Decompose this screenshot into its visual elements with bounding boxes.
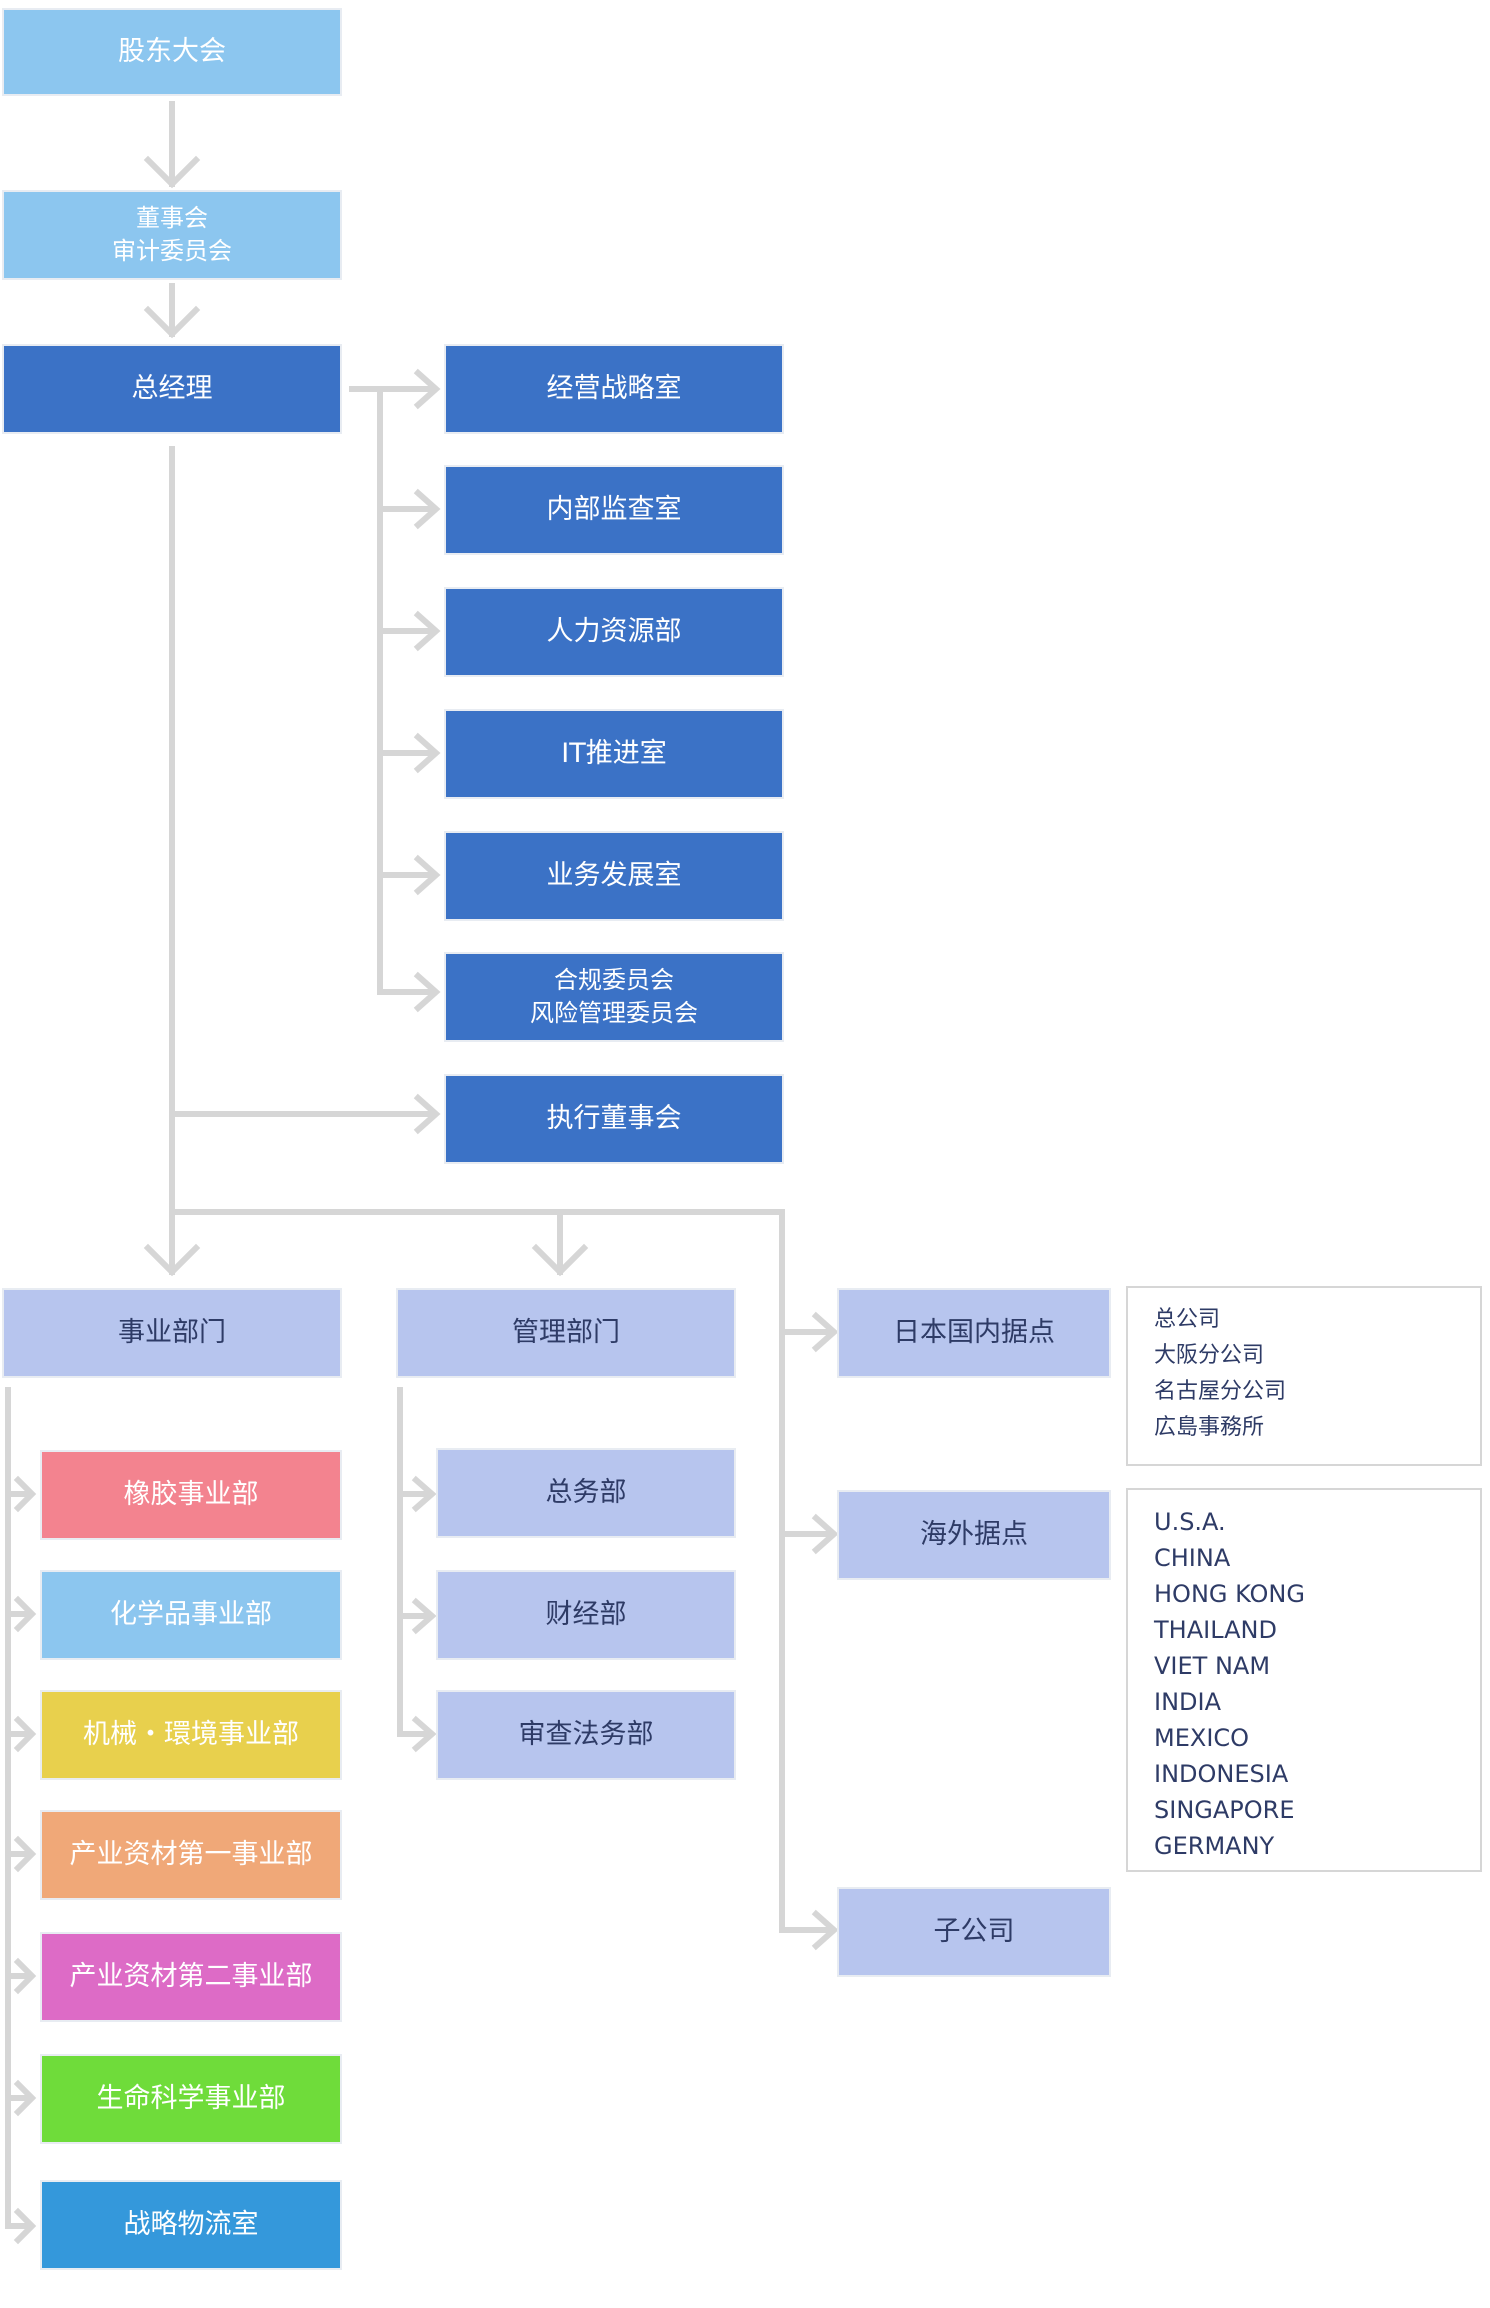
general-manager-label: 总经理: [131, 373, 213, 404]
staff-dept-box: 内部监查室: [444, 465, 784, 555]
overseas-bases-box: 海外据点: [837, 1490, 1111, 1580]
list-item: 広島事務所: [1154, 1415, 1265, 1440]
division-label: 橡胶事业部: [123, 1479, 259, 1510]
division-label: 机械・環境事业部: [83, 1719, 299, 1750]
division-box: 产业资材第二事业部: [40, 1932, 342, 2022]
list-item: 总公司: [1154, 1307, 1221, 1332]
compliance-committee-box: 合规委员会 风险管理委员会: [444, 952, 784, 1042]
staff-dept-label: 经营战略室: [546, 373, 682, 404]
list-item: INDONESIA: [1154, 1760, 1289, 1788]
division-box: 生命科学事业部: [40, 2054, 342, 2144]
admin-header-box: 管理部门: [396, 1288, 736, 1378]
board-box: 董事会 审计委员会: [2, 190, 342, 280]
shareholders-meeting-box: 股东大会: [2, 8, 342, 96]
compliance-committee-label: 合规委员会: [554, 966, 674, 994]
admin-dept-box: 总务部: [436, 1448, 736, 1538]
divisions-header-box: 事业部门: [2, 1288, 342, 1378]
list-item: VIET NAM: [1154, 1652, 1271, 1680]
list-item: SINGAPORE: [1154, 1796, 1295, 1824]
staff-dept-box: 业务发展室: [444, 831, 784, 921]
staff-dept-label: IT推进室: [561, 738, 667, 769]
admin-dept-label: 审查法务部: [518, 1719, 654, 1750]
division-label: 化学品事业部: [110, 1599, 272, 1630]
list-item: CHINA: [1154, 1544, 1231, 1572]
domestic-list: 总公司 大阪分公司 名古屋分公司 広島事務所: [1126, 1286, 1482, 1466]
overseas-list: U.S.A. CHINA HONG KONG THAILAND VIET NAM…: [1126, 1488, 1482, 1872]
audit-committee-label: 审计委员会: [112, 237, 232, 265]
staff-dept-label: 业务发展室: [546, 860, 682, 891]
domestic-bases-box: 日本国内据点: [837, 1288, 1111, 1378]
list-item: INDIA: [1154, 1688, 1222, 1716]
domestic-bases-label: 日本国内据点: [893, 1317, 1055, 1348]
division-label: 产业资材第二事业部: [69, 1961, 313, 1992]
staff-dept-label: 人力资源部: [546, 616, 682, 647]
list-item: U.S.A.: [1154, 1508, 1226, 1536]
admin-header-label: 管理部门: [512, 1317, 620, 1348]
shareholders-meeting-label: 股东大会: [118, 36, 226, 67]
staff-dept-label: 内部监查室: [546, 494, 682, 525]
admin-dept-label: 财经部: [545, 1599, 627, 1630]
division-box: 战略物流室: [40, 2180, 342, 2270]
division-label: 产业资材第一事业部: [69, 1839, 313, 1870]
division-label: 生命科学事业部: [96, 2083, 286, 2114]
division-box: 机械・環境事业部: [40, 1690, 342, 1780]
list-item: THAILAND: [1154, 1616, 1277, 1644]
list-item: 名古屋分公司: [1154, 1379, 1287, 1404]
admin-dept-box: 财经部: [436, 1570, 736, 1660]
risk-committee-label: 风险管理委员会: [530, 999, 698, 1027]
division-box: 橡胶事业部: [40, 1450, 342, 1540]
admin-dept-box: 审查法务部: [436, 1690, 736, 1780]
division-box: 产业资材第一事业部: [40, 1810, 342, 1900]
division-label: 战略物流室: [123, 2209, 259, 2240]
admin-dept-label: 总务部: [545, 1477, 627, 1508]
list-item: 大阪分公司: [1154, 1343, 1265, 1368]
staff-dept-box: 经营战略室: [444, 344, 784, 434]
executive-board-box: 执行董事会: [444, 1074, 784, 1164]
general-manager-box: 总经理: [2, 344, 342, 434]
staff-dept-box: IT推进室: [444, 709, 784, 799]
list-item: HONG KONG: [1154, 1580, 1305, 1608]
list-item: MEXICO: [1154, 1724, 1250, 1752]
subsidiaries-box: 子公司: [837, 1887, 1111, 1977]
list-item: GERMANY: [1154, 1832, 1275, 1860]
executive-board-label: 执行董事会: [546, 1103, 682, 1134]
staff-dept-box: 人力资源部: [444, 587, 784, 677]
subsidiaries-label: 子公司: [933, 1916, 1015, 1947]
board-label: 董事会: [136, 204, 208, 232]
divisions-header-label: 事业部门: [118, 1317, 226, 1348]
overseas-bases-label: 海外据点: [920, 1519, 1028, 1550]
division-box: 化学品事业部: [40, 1570, 342, 1660]
